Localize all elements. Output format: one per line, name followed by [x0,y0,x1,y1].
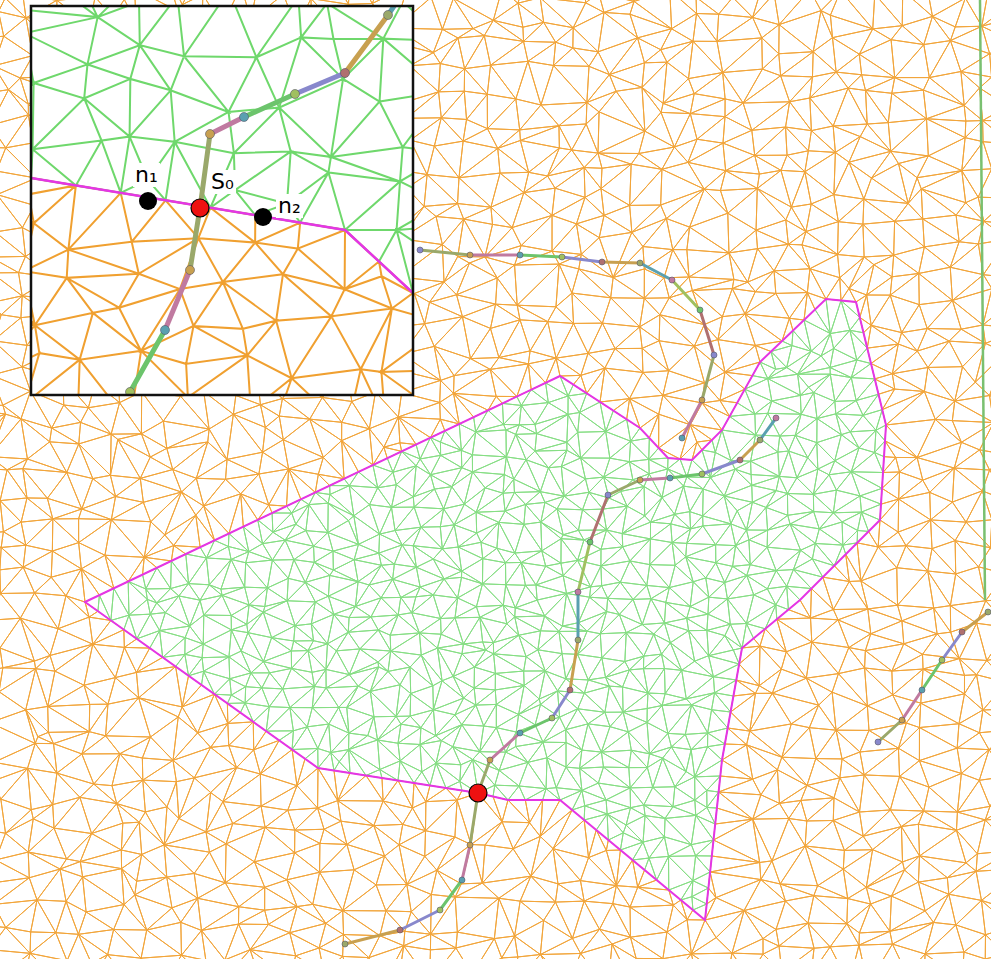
track-node [240,113,249,122]
track-segment [165,270,190,330]
track-node [605,492,611,498]
track-node [517,730,523,736]
region-boundary [31,178,413,355]
track-node [637,260,643,266]
track-node [559,254,565,260]
track-node [291,90,300,99]
track-node [467,842,473,848]
track-segment [490,733,520,760]
track-segment [702,355,714,400]
track-node [397,927,403,933]
track-segment [520,255,562,257]
track-node [459,877,465,883]
track-segment [440,880,462,910]
track-segment [962,612,988,632]
mesh-edges [31,6,413,355]
track-node [737,457,743,463]
track-node [341,69,350,78]
track-segment [345,15,388,73]
track-segment [608,480,640,495]
neighbor-node [254,208,272,226]
track-segment [640,478,670,480]
track-node [567,687,573,693]
track-node [699,397,705,403]
track-segment [682,400,702,438]
seed-point [469,784,487,802]
track-segment [902,690,922,720]
point-label: n₁ [133,163,160,187]
track-node [669,277,675,283]
track-node [711,352,717,358]
track-segment [345,930,400,944]
track-segment [760,418,776,440]
track-node [417,247,423,253]
track-segment [740,440,760,460]
track-node [467,252,473,258]
track-segment [578,542,590,592]
track-segment [672,280,700,310]
track-node [575,637,581,643]
track-node [587,539,593,545]
track-node [875,739,881,745]
track-node [517,252,523,258]
inset-frame [31,6,413,395]
seed-point [191,199,209,217]
track-node [919,687,925,693]
track-segment [980,0,985,600]
track-node [985,609,991,615]
track-node [697,307,703,313]
track-segment [562,257,602,262]
track-segment [922,660,942,690]
track-segment [670,474,702,478]
track-segment [602,262,640,263]
track-node [549,715,555,721]
track-segment [520,718,552,733]
track-node [773,415,779,421]
track-node [384,11,393,20]
track-node [757,437,763,443]
neighbor-node [139,192,157,210]
point-label: S₀ [209,170,236,194]
track-segment [577,592,580,640]
track-node [186,266,195,275]
track-segment [942,632,962,660]
track-node [342,941,348,947]
mesh-edges [31,79,413,395]
track-segment [570,640,578,690]
track-node [437,907,443,913]
track-node [699,471,705,477]
track-segment [295,73,345,94]
track-segment [210,117,244,134]
track-node [637,477,643,483]
track-segment [640,263,672,280]
track-segment [244,94,295,117]
point-label: n₂ [276,194,303,218]
track-segment [130,330,165,392]
track-segment [700,310,714,355]
track-node [575,589,581,595]
track-node [206,130,215,139]
track-node [487,757,493,763]
track-node [939,657,945,663]
track-segment [552,690,570,718]
track-node [899,717,905,723]
track-node [599,259,605,265]
track-segment [590,495,608,542]
track-node [679,435,685,441]
track-node [959,629,965,635]
track-segment [420,250,470,255]
track-segment [702,460,740,474]
track-segment [462,845,470,880]
track-segment [470,254,520,257]
track-node [667,475,673,481]
track-segment [878,720,902,742]
track-segment [400,910,440,930]
track-node [161,326,170,335]
